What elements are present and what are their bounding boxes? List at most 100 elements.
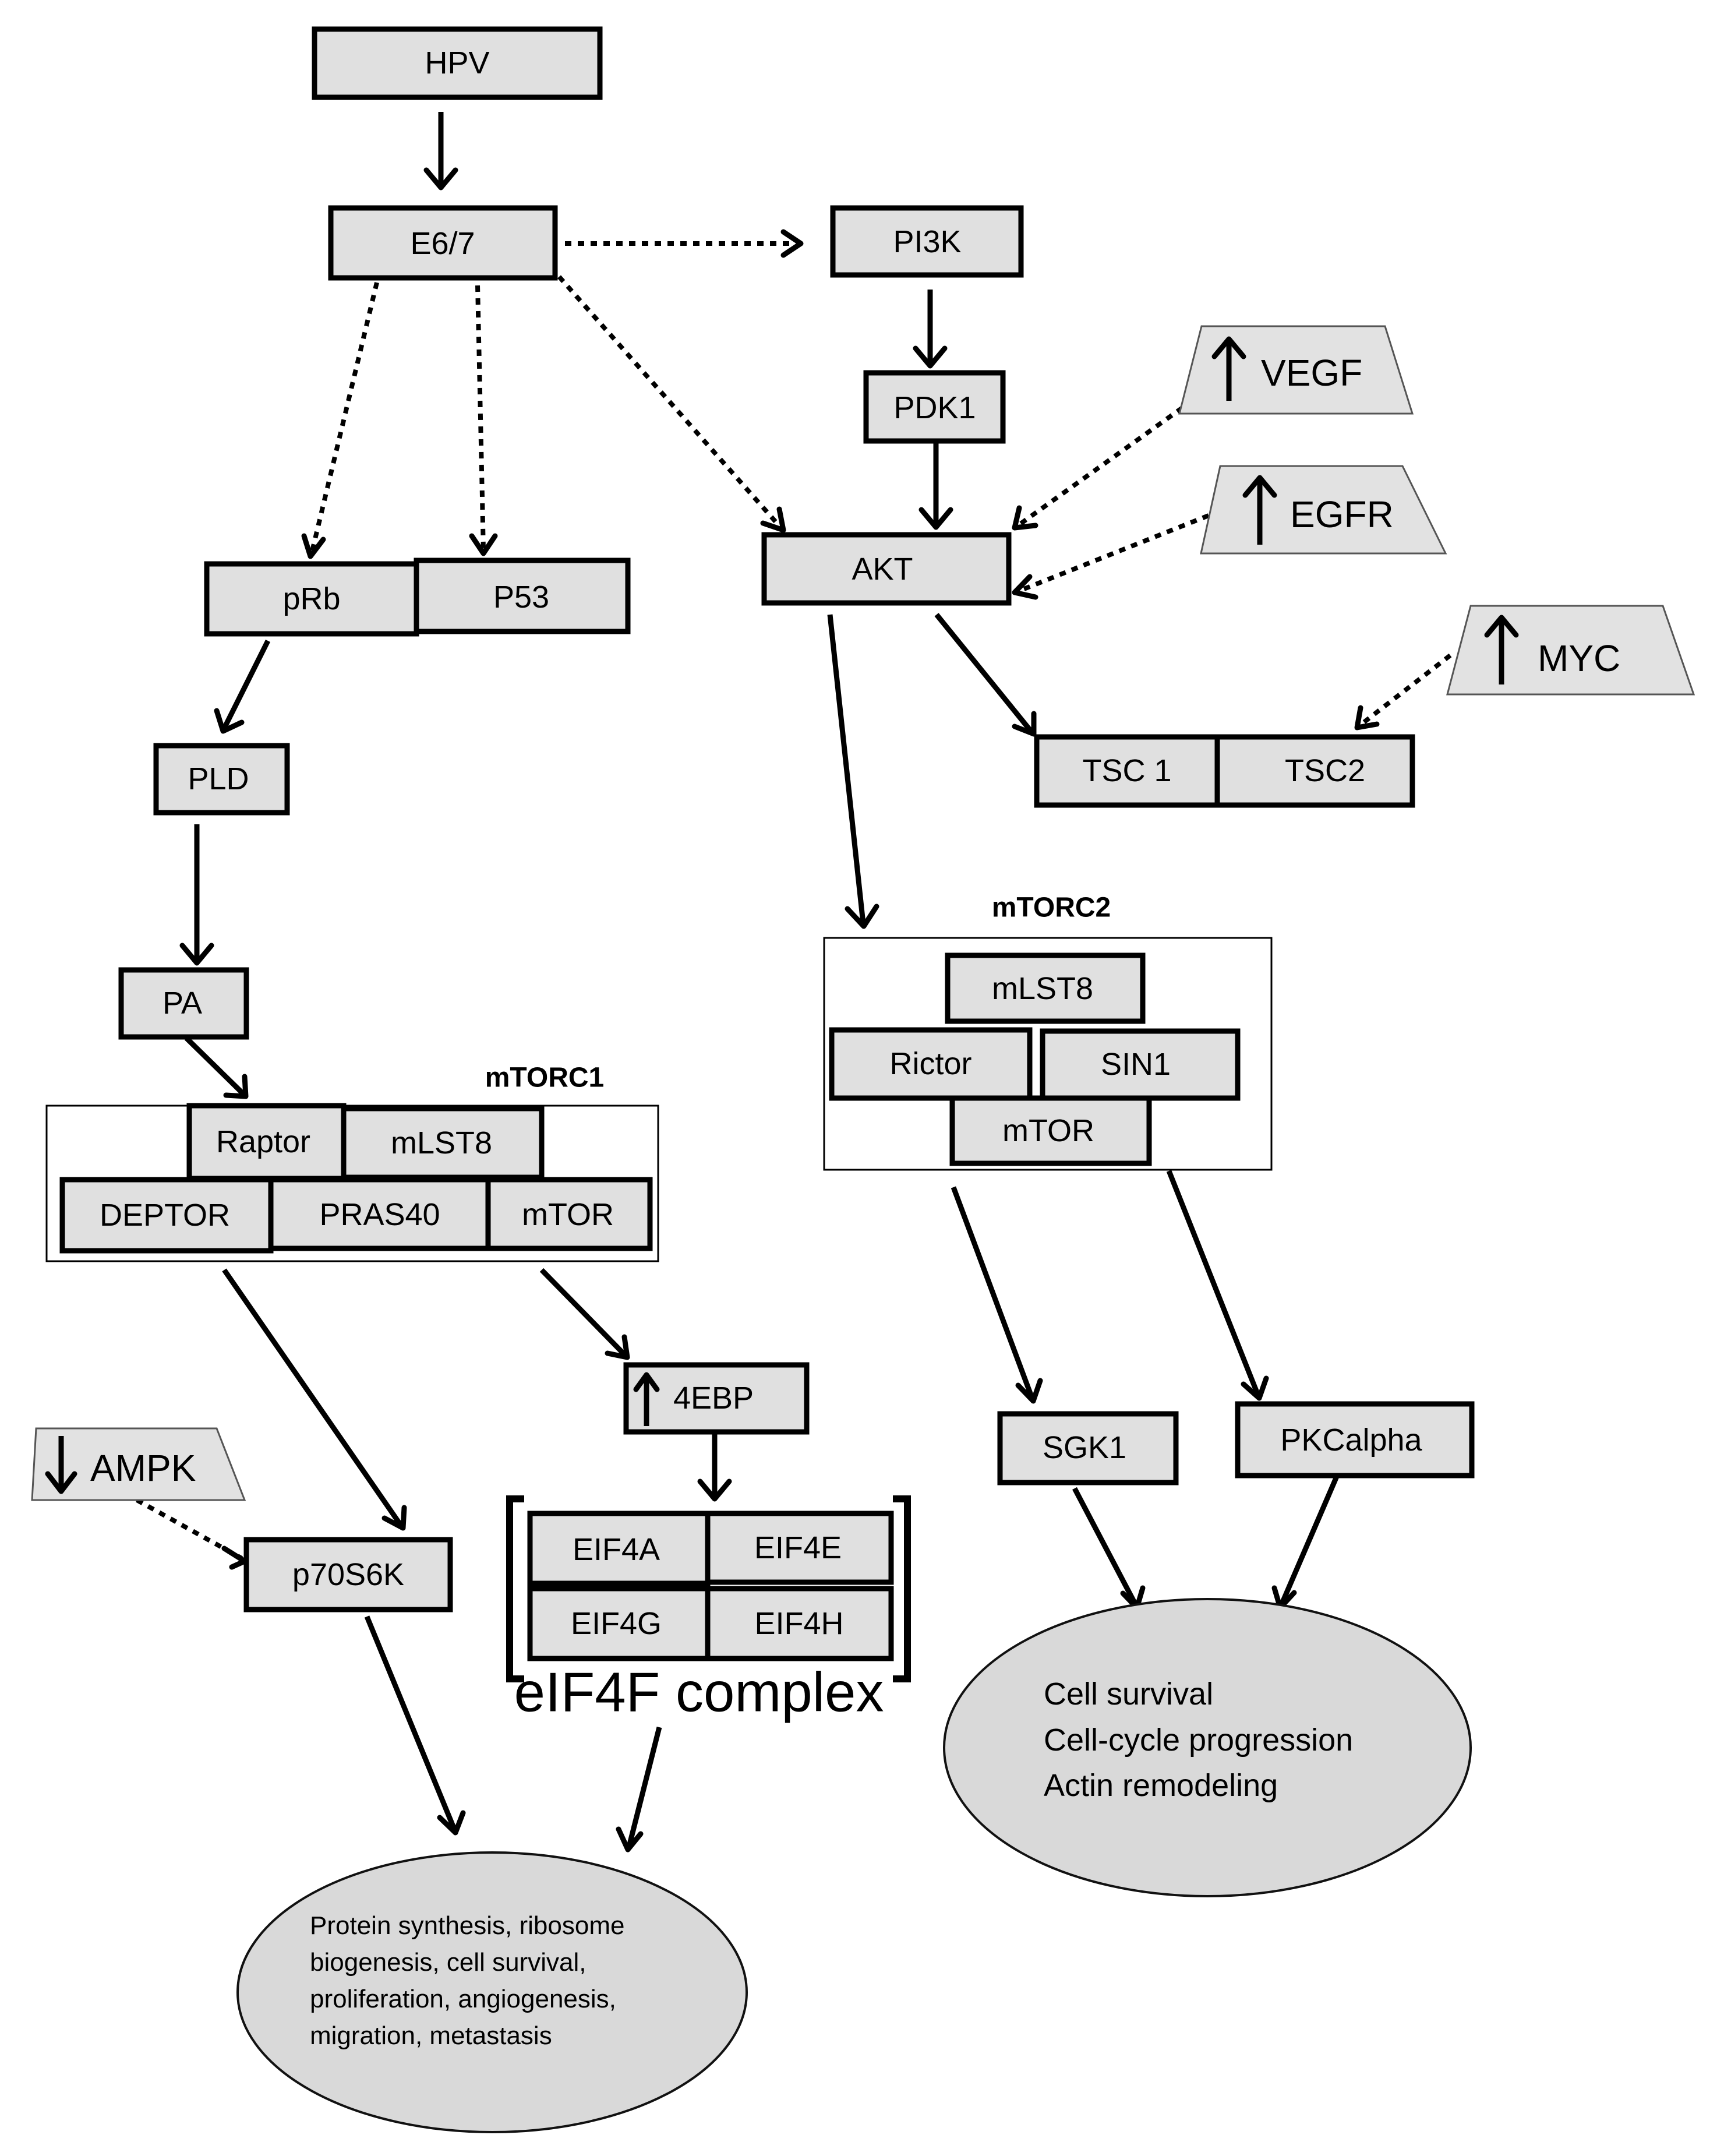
arrowhead [1012, 711, 1037, 737]
edge-myc-tsc2 [1358, 653, 1452, 728]
node-pa-label: PA [162, 986, 202, 1021]
node-pkcalpha: PKCalpha [1235, 1401, 1475, 1478]
arrowhead [1241, 1375, 1269, 1401]
eif4a: EIF4A [527, 1511, 711, 1586]
eif4h-label: EIF4H [754, 1606, 843, 1641]
bracket-right [893, 1495, 911, 1682]
mtorc2-mtor-label: mTOR [1002, 1113, 1094, 1148]
arrowhead [605, 1334, 630, 1360]
arrowhead [780, 229, 804, 258]
edge-akt-mtorc2 [827, 614, 866, 924]
edge-eif4f-outcome [626, 1726, 662, 1848]
node-myc: MYC [1446, 605, 1695, 696]
node-hpv: HPV [312, 26, 603, 100]
up-arrow-icon [1242, 475, 1277, 545]
node-pdk1-label: PDK1 [893, 390, 976, 425]
outcome-right-line-1: Cell survival [1044, 1677, 1213, 1712]
complex-mtorc2: mTORC2 mLST8 Rictor SIN1 mTOR [823, 892, 1273, 1171]
node-sgk1: SGK1 [997, 1411, 1179, 1485]
edge-mtorc1-p70s6k [222, 1268, 403, 1527]
eif4h: EIF4H [705, 1586, 894, 1661]
mtorc2-mlst8: mLST8 [945, 952, 1146, 1024]
mtorc2-sin1-label: SIN1 [1101, 1047, 1171, 1082]
arrowhead [301, 533, 326, 559]
node-sgk1-label: SGK1 [1043, 1430, 1126, 1465]
edge-akt-tsc [934, 613, 1033, 733]
arrowhead [1354, 705, 1380, 731]
edge-e67-p53 [475, 285, 486, 551]
bracket-left [506, 1495, 524, 1682]
edge-e67-prb [309, 282, 379, 554]
node-akt: AKT [761, 532, 1012, 606]
outcome-right: Cell survival Cell-cycle progression Act… [943, 1598, 1472, 1897]
mtorc2-rictor-label: Rictor [889, 1046, 971, 1081]
mtorc2-sin1: SIN1 [1040, 1028, 1241, 1101]
node-p53: P53 [414, 557, 631, 634]
arrowhead [1012, 505, 1038, 531]
arrowhead [760, 506, 786, 533]
up-arrow-icon [1211, 336, 1246, 401]
complex-mtorc1: mTORC1 Raptor mLST8 DEPTOR PRAS40 mTOR [45, 1063, 659, 1262]
node-vegf-label: VEGF [1261, 352, 1362, 394]
mtorc1-pras40: PRAS40 [268, 1177, 491, 1251]
node-pa: PA [118, 967, 249, 1040]
node-e67: E6/7 [328, 205, 558, 281]
eif4g: EIF4G [527, 1586, 711, 1661]
arrowhead [223, 1074, 249, 1099]
mtorc2-title: mTORC2 [992, 892, 1111, 923]
outcome-right-line-3: Actin remodeling [1044, 1768, 1278, 1803]
edge-e67-akt [557, 275, 782, 529]
arrowhead [918, 507, 953, 530]
arrowhead [221, 1545, 248, 1570]
node-tsc2: TSC2 [1214, 734, 1415, 808]
mtorc1-deptor: DEPTOR [59, 1177, 274, 1254]
eif4f-complex-label: eIF4F complex [514, 1661, 884, 1724]
outcome-left-line-4: migration, metastasis [310, 2021, 552, 2050]
edge-pa-mtorc1 [184, 1036, 246, 1096]
node-tsc1: TSC 1 [1034, 734, 1220, 808]
arrowhead [697, 1478, 732, 1502]
mtorc1-mlst8-label: mLST8 [391, 1125, 492, 1160]
mtorc2-mtor: mTOR [949, 1095, 1152, 1166]
node-pdk1: PDK1 [863, 370, 1006, 444]
edge-prb-pld [221, 639, 271, 730]
eif4e: EIF4E [705, 1511, 894, 1585]
connectors [136, 112, 1452, 1852]
node-tsc1-label: TSC 1 [1082, 753, 1171, 788]
mtorc1-mtor-label: mTOR [522, 1197, 614, 1232]
mtorc1-mtor: mTOR [485, 1177, 653, 1251]
edge-pkcalpha-outcome [1278, 1473, 1341, 1606]
node-akt-label: AKT [852, 552, 913, 587]
node-pi3k: PI3K [830, 205, 1024, 278]
arrowhead [214, 708, 245, 734]
edge-egfr-akt [1017, 513, 1210, 594]
mtorc1-raptor: Raptor [186, 1103, 347, 1181]
node-tsc2-label: TSC2 [1285, 753, 1365, 788]
mtorc1-deptor-label: DEPTOR [100, 1198, 230, 1233]
node-p70s6k: p70S6K [243, 1537, 453, 1612]
mtorc2-rictor: Rictor [829, 1027, 1033, 1101]
node-vegf: VEGF [1178, 325, 1414, 415]
eif4a-label: EIF4A [573, 1532, 660, 1567]
up-arrow-icon [1484, 615, 1519, 684]
node-prb-label: pRb [282, 581, 340, 616]
mtorc1-raptor-label: Raptor [216, 1124, 310, 1159]
outcome-left: Protein synthesis, ribosome biogenesis, … [236, 1851, 748, 2133]
up-arrow-icon [633, 1372, 660, 1426]
edge-mtorc1-4ebp [539, 1268, 627, 1357]
outcome-left-line-2: biogenesis, cell survival, [310, 1948, 586, 1977]
arrowhead [616, 1826, 644, 1852]
node-hpv-label: HPV [425, 45, 489, 80]
node-pkcalpha-label: PKCalpha [1280, 1423, 1422, 1458]
node-p70s6k-label: p70S6K [292, 1557, 404, 1592]
down-arrow-icon [45, 1436, 77, 1494]
node-egfr-label: EGFR [1290, 493, 1394, 535]
node-prb: pRb [204, 561, 419, 637]
node-myc-label: MYC [1538, 637, 1620, 679]
mtorc1-pras40-label: PRAS40 [319, 1197, 440, 1232]
arrowhead [437, 1810, 466, 1836]
mtorc1-title: mTORC1 [485, 1063, 605, 1093]
node-4ebp-label: 4EBP [673, 1381, 754, 1416]
arrowhead [179, 943, 214, 966]
